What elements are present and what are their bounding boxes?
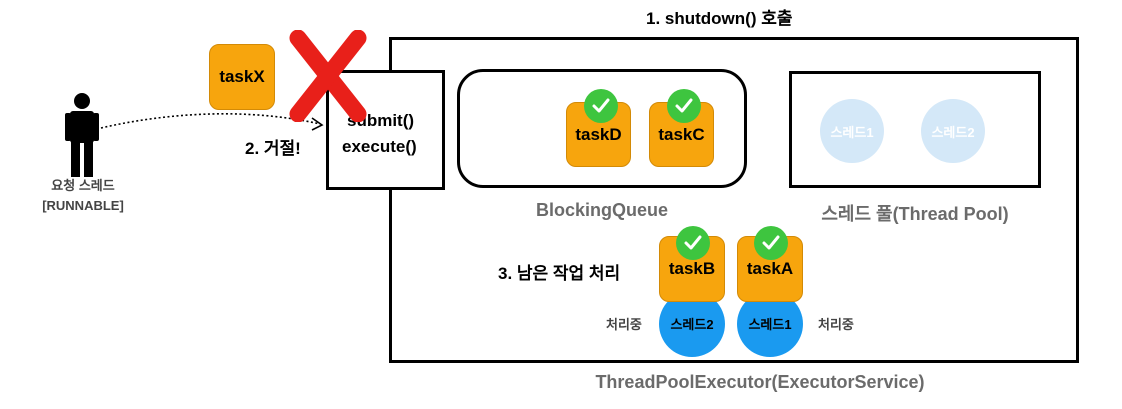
check-icon xyxy=(584,89,618,123)
executor-api-box: submit() execute() xyxy=(326,70,445,190)
request-thread-state: [RUNNABLE] xyxy=(42,198,124,213)
busy-thread-2: 스레드2 xyxy=(659,291,725,357)
person-icon xyxy=(65,93,99,177)
idle-thread-2: 스레드2 xyxy=(921,99,985,163)
check-icon xyxy=(667,89,701,123)
task-x: taskX xyxy=(209,44,275,110)
step3-label: 3. 남은 작업 처리 xyxy=(498,264,621,283)
request-thread-name: 요청 스레드 xyxy=(51,178,115,193)
request-thread-label: 요청 스레드 [RUNNABLE] xyxy=(24,176,142,216)
step1-label: 1. shutdown() 호출 xyxy=(646,9,793,28)
idle-thread-1: 스레드1 xyxy=(820,99,884,163)
check-icon xyxy=(676,226,710,260)
reject-x-icon xyxy=(289,30,367,122)
busy-thread-1-label: 스레드1 xyxy=(748,317,792,332)
processing-status-left: 처리중 xyxy=(606,317,642,332)
busy-thread-1: 스레드1 xyxy=(737,291,803,357)
blocking-queue-box xyxy=(457,69,747,188)
blocking-queue-label: BlockingQueue xyxy=(535,200,669,220)
busy-thread-2-label: 스레드2 xyxy=(670,317,714,332)
executor-label: ThreadPoolExecutor(ExecutorService) xyxy=(595,372,925,392)
step2-label: 2. 거절! xyxy=(245,139,301,158)
execute-method: execute() xyxy=(342,137,417,156)
executor-box xyxy=(389,37,1079,363)
thread-pool-box xyxy=(789,71,1041,188)
thread-pool-label: 스레드 풀(Thread Pool) xyxy=(821,204,1009,224)
check-icon xyxy=(754,226,788,260)
processing-status-right: 처리중 xyxy=(818,317,854,332)
